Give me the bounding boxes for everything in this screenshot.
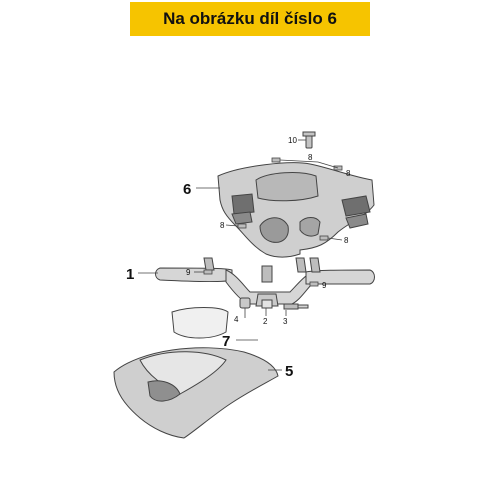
callout-2: 2 [263, 317, 268, 326]
leader-lines [138, 139, 343, 371]
callout-8-top: 8 [308, 153, 313, 162]
callout-5: 5 [285, 363, 293, 380]
callout-8-left: 8 [220, 221, 225, 230]
callout-8-upper-right: 8 [346, 169, 351, 178]
callout-8-right: 8 [344, 236, 349, 245]
callout-7: 7 [222, 333, 230, 350]
part-6-upper-cover [217, 162, 375, 258]
callout-1: 1 [126, 266, 134, 283]
part-5-lower-cover [113, 347, 279, 439]
banner-text: Na obrázku díl číslo 6 [163, 9, 337, 28]
callout-4: 4 [234, 315, 239, 324]
callout-9-left: 9 [186, 268, 191, 277]
callout-10: 10 [288, 136, 297, 145]
callout-9-right: 9 [322, 281, 327, 290]
part-1-handlebar [155, 257, 375, 305]
header-banner: Na obrázku díl číslo 6 [130, 2, 370, 36]
part-7-pad [171, 307, 229, 339]
part-4-nut [239, 297, 251, 309]
part-2-clamp [255, 293, 279, 309]
part-10-screw [302, 131, 316, 149]
callout-6: 6 [183, 181, 191, 198]
callout-3: 3 [283, 317, 288, 326]
part-3-bolt [283, 303, 309, 310]
